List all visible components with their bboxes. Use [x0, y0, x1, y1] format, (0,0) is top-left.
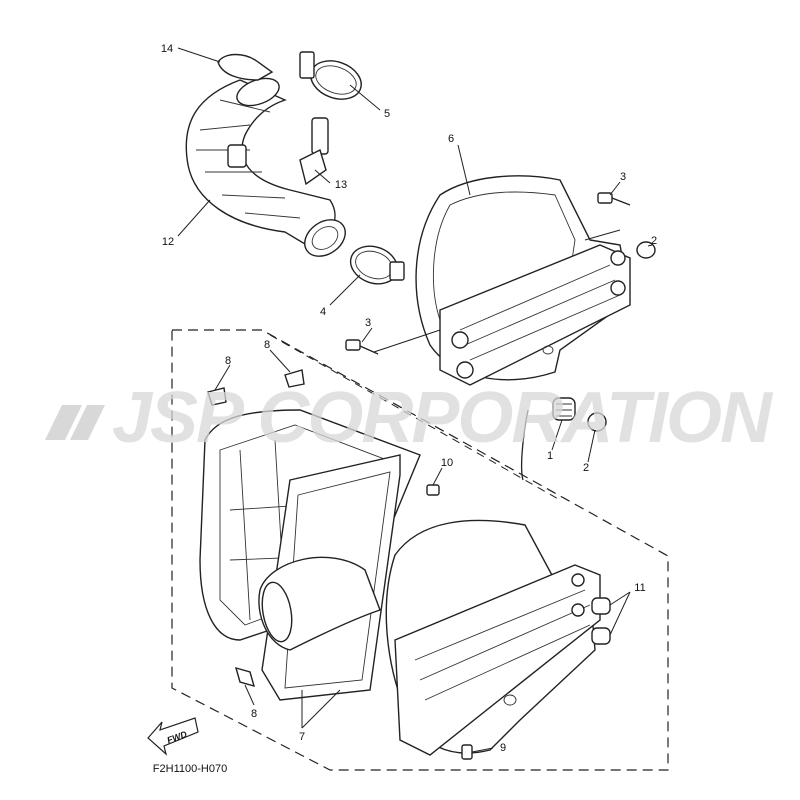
- bolt: [345, 339, 379, 355]
- callout-4: 4: [320, 306, 326, 318]
- callout-8: 8: [225, 355, 231, 367]
- watermark: JSP CORPORATION: [45, 378, 774, 458]
- bolt: [597, 192, 631, 206]
- callout-6: 6: [448, 133, 454, 145]
- callout-9: 9: [500, 742, 506, 754]
- intake-hose: [185, 77, 346, 257]
- callout-14: 14: [161, 43, 173, 55]
- callout-2: 2: [583, 462, 589, 474]
- screw: [426, 484, 473, 760]
- clip: [207, 369, 305, 688]
- callout-13: 13: [335, 179, 347, 191]
- callout-5: 5: [384, 108, 390, 120]
- callout-11: 11: [634, 582, 645, 594]
- breather-fitting: [299, 117, 329, 186]
- callout-10: 10: [441, 457, 453, 469]
- leader-lines: [177, 47, 653, 753]
- watermark-text: JSP CORPORATION: [112, 378, 774, 458]
- hose-clamp-lower: [349, 245, 405, 285]
- assembly-boundary: [171, 329, 669, 771]
- callout-3: 3: [365, 317, 371, 329]
- callout-2: 2: [651, 235, 657, 247]
- callout-8: 8: [251, 708, 257, 720]
- air-filter-element: [258, 454, 401, 701]
- callout-3: 3: [620, 171, 626, 183]
- callout-1: 1: [547, 450, 553, 462]
- collar: [587, 241, 656, 432]
- callout-7: 7: [299, 731, 305, 743]
- grommet: [552, 397, 576, 421]
- callout-12: 12: [162, 236, 174, 248]
- callout-8: 8: [264, 339, 270, 351]
- diagram-code: F2H1100-H070: [153, 763, 227, 775]
- lower-case: [385, 519, 601, 756]
- grommet-pair: [591, 597, 611, 645]
- air-cleaner-case: [415, 175, 631, 386]
- hose-clamp-upper: [299, 51, 362, 100]
- band-part: [217, 53, 274, 81]
- fwd-arrow-icon: FWD: [147, 717, 199, 756]
